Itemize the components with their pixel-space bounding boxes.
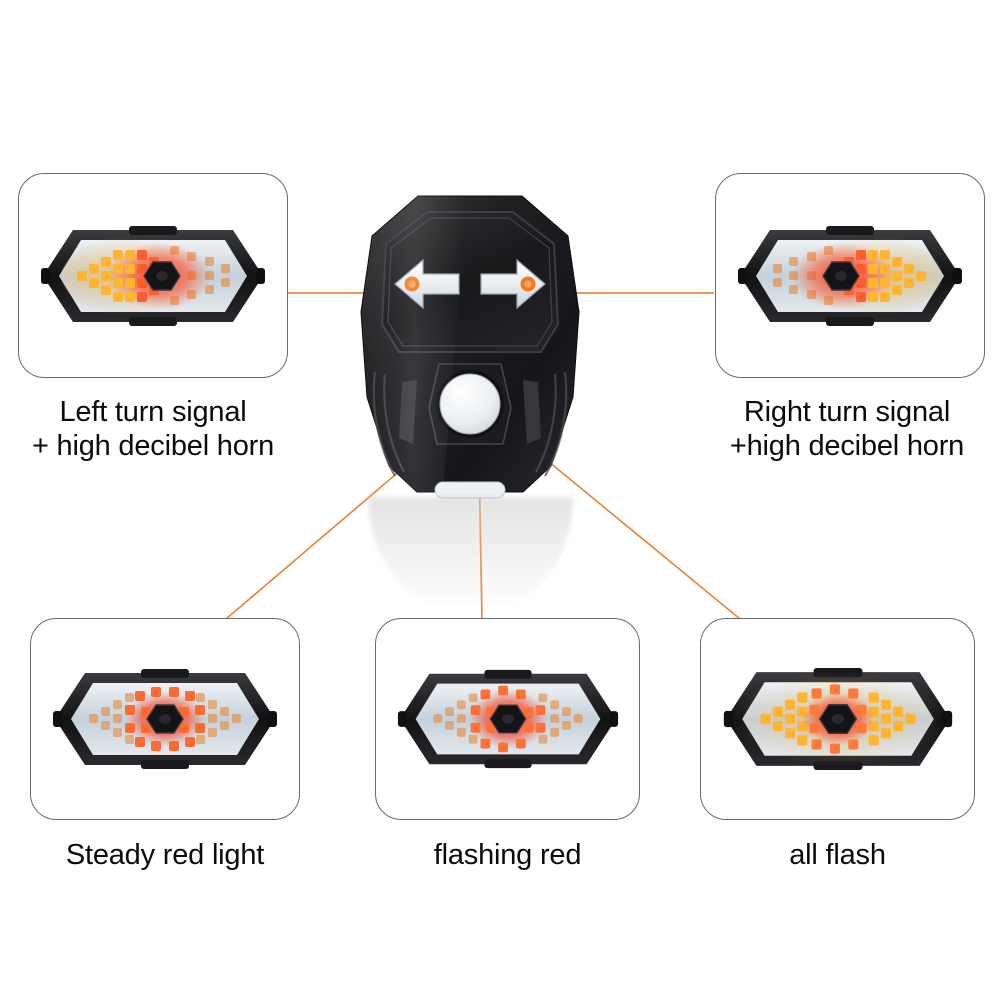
callout-panel-steady-red — [30, 618, 300, 820]
caption-left-turn: Left turn signal + high decibel horn — [31, 396, 275, 463]
round-mode-button[interactable] — [436, 370, 504, 438]
remote-control[interactable] — [355, 192, 585, 502]
keychain-slot — [434, 481, 506, 499]
taillight-all-flash — [719, 666, 957, 772]
callout-panel-left-turn — [18, 173, 288, 378]
callout-panel-flashing-red — [375, 618, 640, 820]
caption-flashing-red: flashing red — [433, 839, 582, 871]
caption-right-turn: Right turn signal +high decibel horn — [729, 396, 965, 463]
caption-all-flash: all flash — [789, 839, 886, 871]
taillight-left-arrow — [37, 224, 269, 328]
caption-steady-red: Steady red light — [65, 839, 265, 871]
remote-reflection — [368, 497, 573, 612]
right-arrow-button[interactable] — [480, 258, 546, 310]
remote-sheen — [361, 196, 467, 492]
taillight-steady-red — [49, 667, 281, 771]
taillight-right-arrow — [734, 224, 966, 328]
callout-panel-all-flash — [700, 618, 975, 820]
taillight-flashing-red — [394, 667, 622, 771]
callout-panel-right-turn — [715, 173, 985, 378]
